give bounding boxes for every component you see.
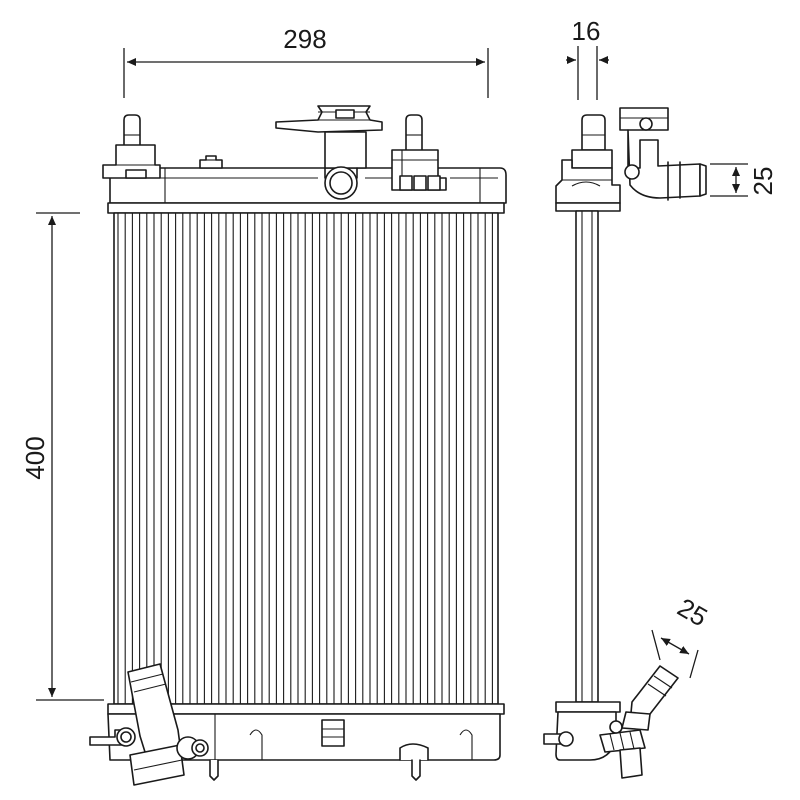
dimension-depth: 16 xyxy=(566,16,609,100)
dimension-height: 400 xyxy=(20,212,104,701)
bottom-outlet-pipe xyxy=(89,663,209,786)
core-fins xyxy=(117,213,493,704)
top-clip xyxy=(199,155,223,169)
dimension-lower-pipe: 25 xyxy=(651,592,713,679)
dimension-upper-pipe-label: 25 xyxy=(748,167,778,196)
dimension-lower-pipe-label: 25 xyxy=(672,592,712,632)
core xyxy=(107,202,505,715)
dimension-width: 298 xyxy=(123,24,489,98)
right-mount-pin-top xyxy=(391,114,447,191)
dimension-width-label: 298 xyxy=(283,24,326,54)
left-mount-pin-top xyxy=(102,114,161,179)
front-view: 298 400 xyxy=(20,24,507,786)
dimension-height-label: 400 xyxy=(20,436,50,479)
dimension-depth-label: 16 xyxy=(572,16,601,46)
filler-neck-cap xyxy=(275,105,383,200)
side-view: 16 25 xyxy=(543,16,778,779)
dimension-upper-pipe: 25 xyxy=(710,163,778,197)
